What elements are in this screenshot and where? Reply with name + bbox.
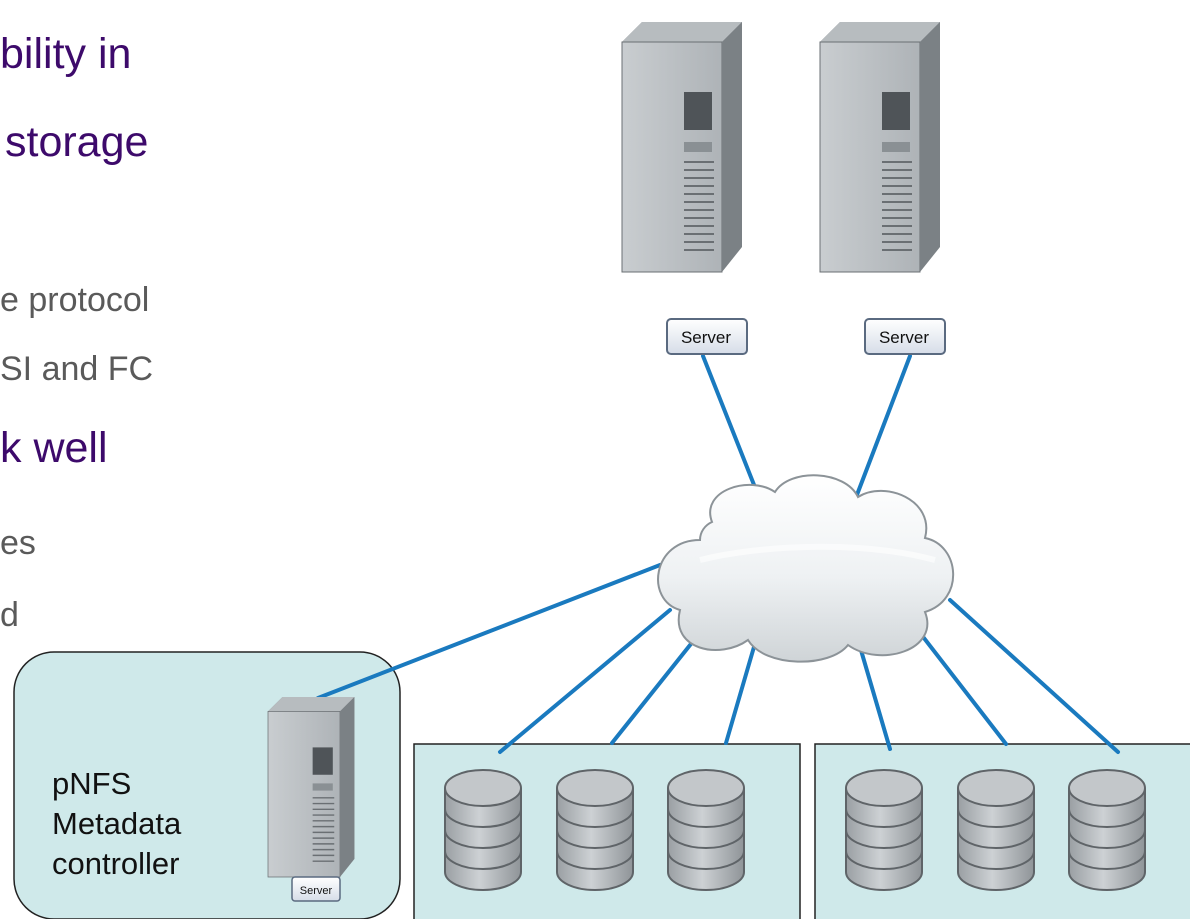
bullet-scsi-fc: SI and FC (0, 350, 154, 388)
link-disk-3 (724, 638, 758, 745)
server-right-tag: Server (864, 318, 946, 355)
disk-stack-4-icon (845, 769, 923, 891)
metadata-controller-caption: pNFS Metadata controller (52, 764, 181, 884)
link-metadata (316, 563, 662, 700)
server-right-icon (819, 21, 941, 273)
bullet-d: d (0, 596, 19, 634)
disk-stack-1-icon (444, 769, 522, 891)
link-disk-6 (948, 598, 1120, 754)
heading-work-well: k well (0, 424, 108, 472)
disk-stack-2-icon (556, 769, 634, 891)
network-cloud (657, 474, 955, 663)
link-disk-4 (856, 638, 892, 751)
server-left-tag: Server (666, 318, 748, 355)
metadata-line-3: controller (52, 846, 180, 881)
metadata-server-label: Server (300, 885, 333, 897)
bullet-es: es (0, 524, 36, 562)
metadata-server-icon (267, 696, 356, 878)
link-server-left (701, 354, 762, 502)
link-disk-1 (498, 608, 672, 754)
title-line-1: bility in (0, 30, 132, 78)
disk-stack-5-icon (957, 769, 1035, 891)
disk-stack-6-icon (1068, 769, 1146, 891)
server-left-icon (621, 21, 743, 273)
title-line-2: storage (5, 118, 149, 166)
network-links (316, 354, 1120, 754)
bullet-protocol: e protocol (0, 281, 150, 319)
metadata-line-2: Metadata (52, 806, 182, 841)
metadata-server-tag: Server (291, 876, 341, 902)
metadata-line-1: pNFS (52, 766, 132, 801)
link-server-right (853, 354, 912, 502)
server-left-label: Server (681, 328, 731, 347)
disk-stack-3-icon (667, 769, 745, 891)
link-disk-5 (908, 618, 1008, 746)
server-right-label: Server (879, 328, 929, 347)
